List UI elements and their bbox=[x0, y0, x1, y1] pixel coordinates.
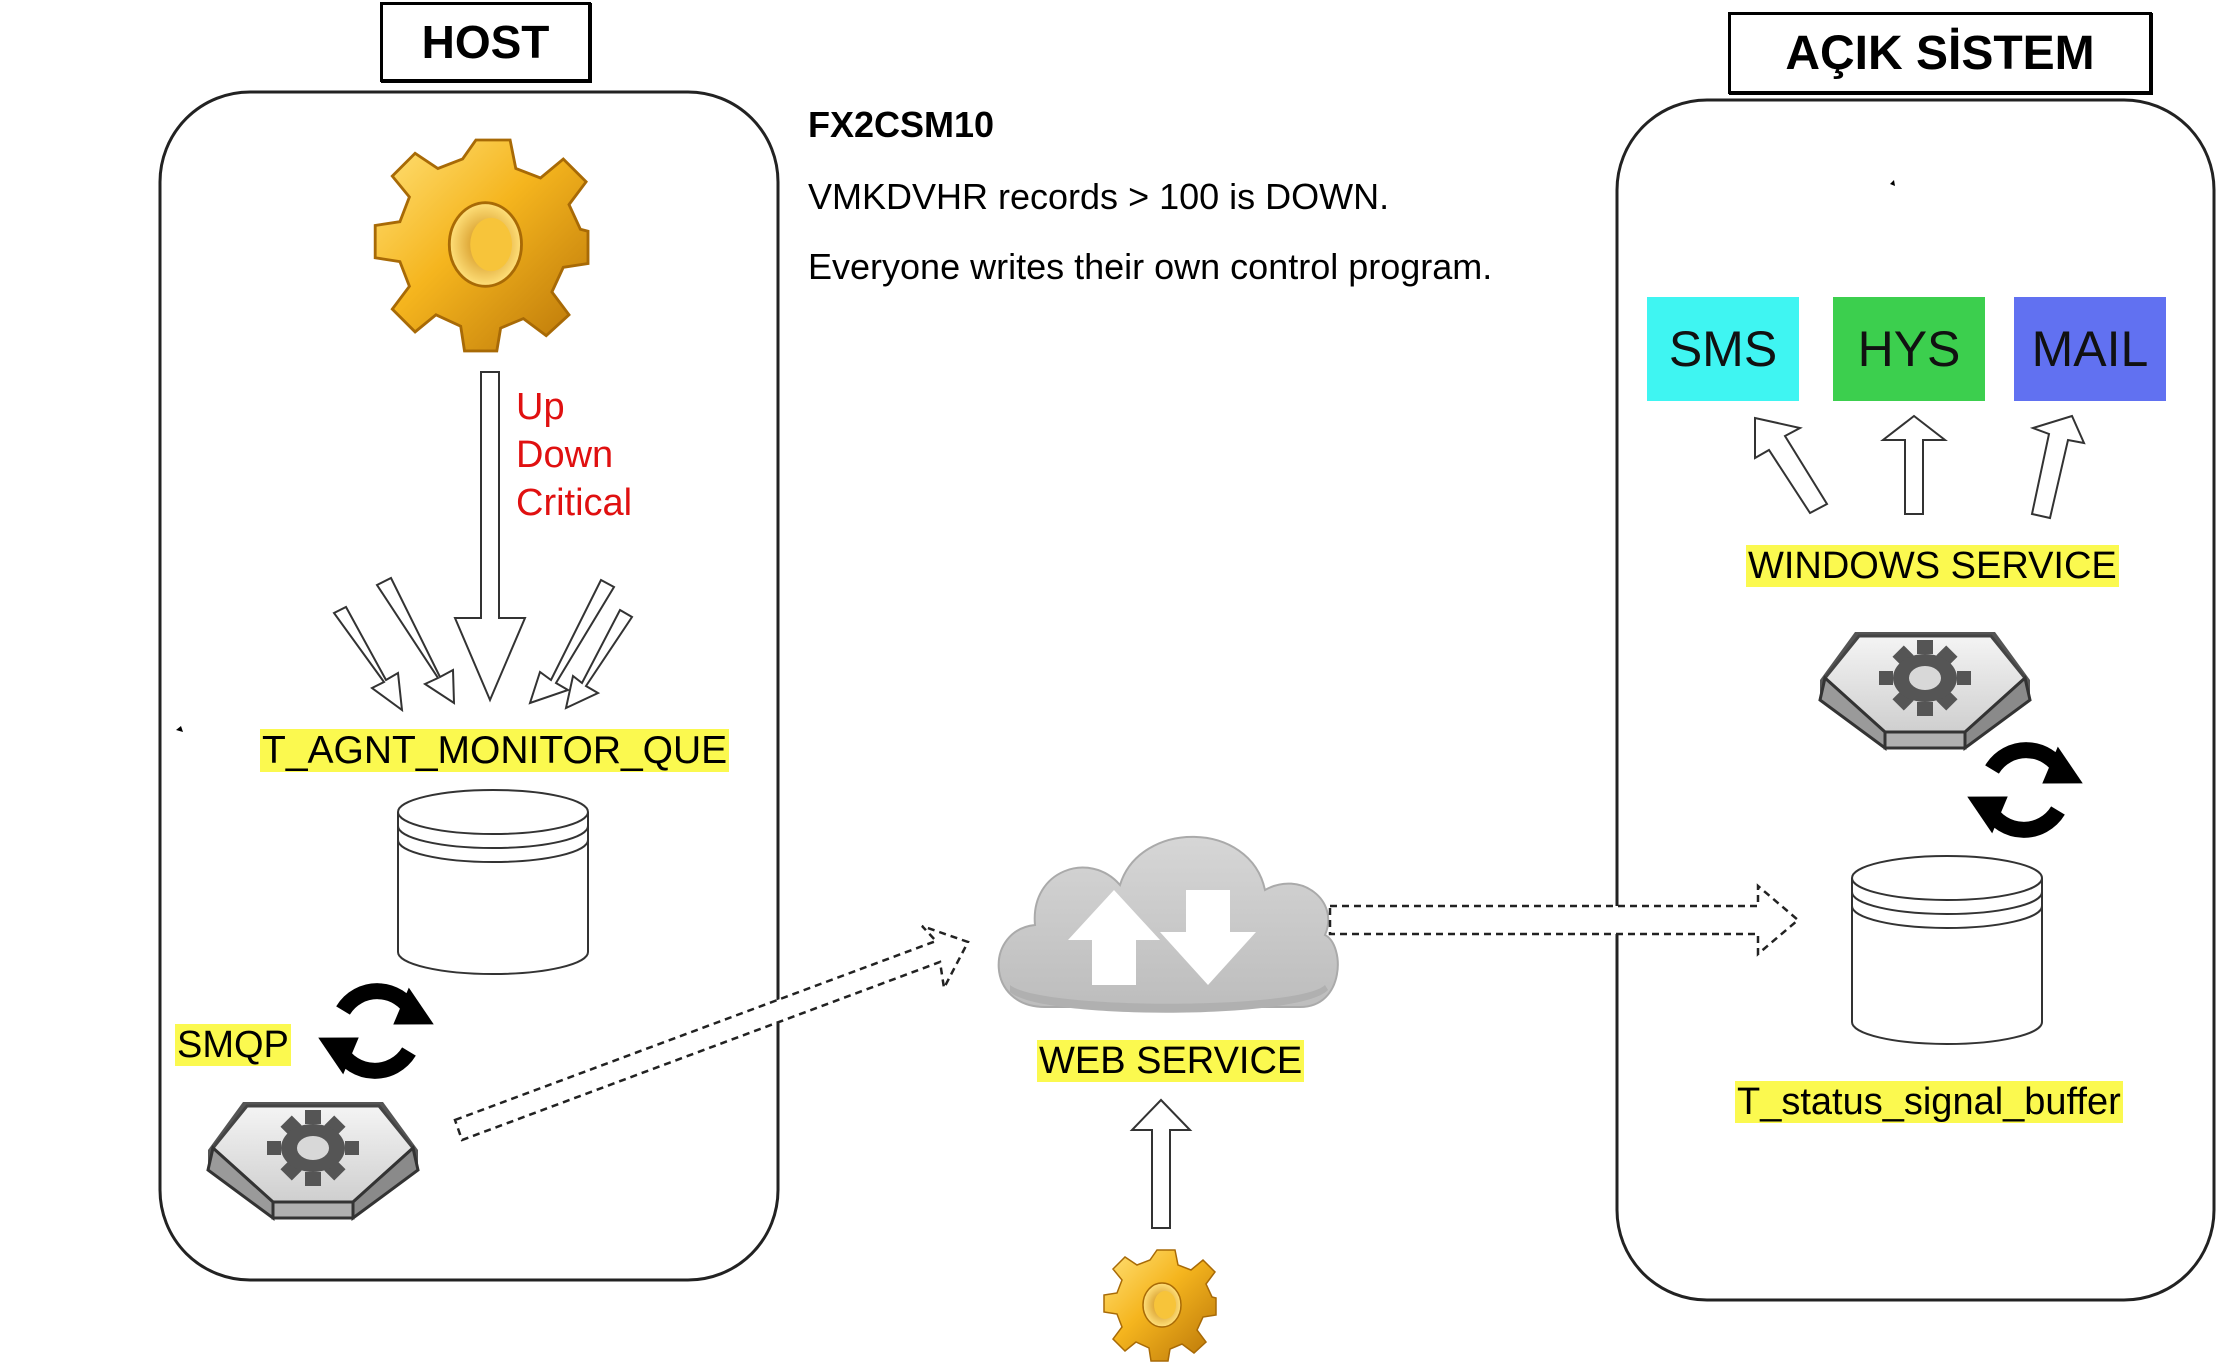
buffer-database-icon bbox=[1851, 855, 2043, 1045]
queue-label: T_AGNT_MONITOR_QUE bbox=[260, 729, 730, 772]
state-critical: Critical bbox=[516, 482, 633, 524]
dashed-arrow-to-buffer bbox=[1328, 883, 1800, 957]
host-switch-icon bbox=[206, 1100, 420, 1220]
control-program-note: Everyone writes their own control progra… bbox=[808, 246, 1493, 287]
dashed-arrow-to-cloud bbox=[453, 924, 970, 1142]
down-arrow-icon bbox=[453, 371, 527, 703]
stray-mark bbox=[1890, 180, 1895, 186]
windows-service-switch-icon bbox=[1818, 630, 2032, 750]
host-container bbox=[158, 90, 780, 1282]
stray-mark bbox=[176, 726, 183, 732]
buffer-label: T_status_signal_buffer bbox=[1735, 1081, 2123, 1123]
sms-box: SMS bbox=[1647, 297, 1799, 401]
host-database-icon bbox=[397, 789, 589, 975]
open-system-title: AÇIK SİSTEM bbox=[1728, 12, 2152, 94]
service-arrows-icon bbox=[1754, 414, 2086, 520]
program-name: FX2CSM10 bbox=[808, 104, 995, 145]
host-title: HOST bbox=[380, 2, 591, 82]
down-rule-note: VMKDVHR records > 100 is DOWN. bbox=[808, 176, 1390, 217]
client-gear-icon bbox=[1103, 1249, 1217, 1362]
smqp-sync-icon bbox=[309, 964, 442, 1097]
hys-box: HYS bbox=[1833, 297, 1985, 401]
up-arrow-icon bbox=[1129, 1098, 1193, 1229]
smqp-label: SMQP bbox=[175, 1024, 291, 1066]
windows-service-label: WINDOWS SERVICE bbox=[1746, 545, 2119, 587]
state-down: Down bbox=[516, 434, 614, 476]
state-up: Up bbox=[516, 386, 565, 428]
cloud-icon bbox=[997, 835, 1339, 1013]
buffer-sync-icon bbox=[1958, 723, 2091, 856]
web-service-label: WEB SERVICE bbox=[1037, 1040, 1305, 1082]
mail-box: MAIL bbox=[2014, 297, 2166, 401]
open-system-container bbox=[1615, 98, 2216, 1302]
incoming-arrows-icon bbox=[332, 576, 634, 713]
host-gear-icon bbox=[373, 138, 590, 353]
